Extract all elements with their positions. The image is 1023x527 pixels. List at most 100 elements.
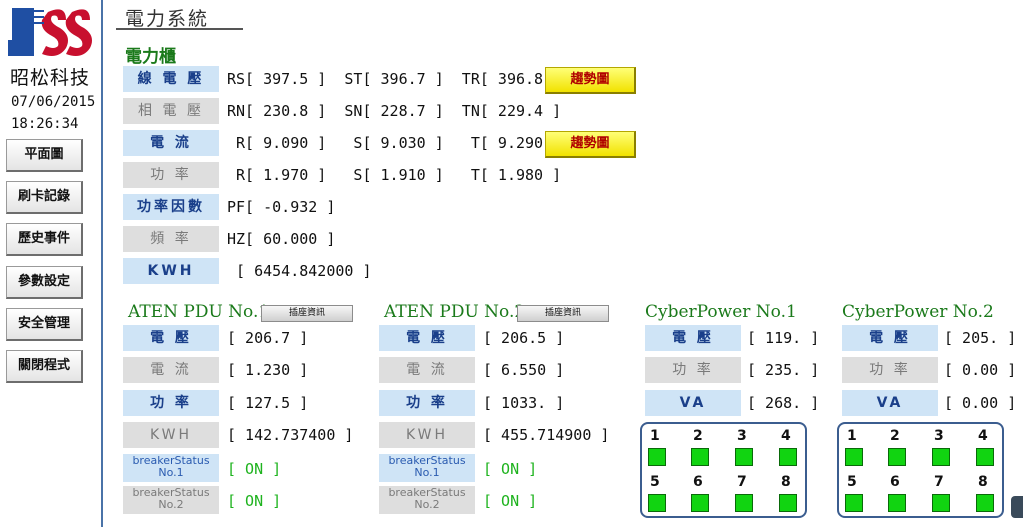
outlet-number: 1 bbox=[847, 428, 857, 444]
outlet-status-led bbox=[735, 448, 753, 466]
pdu-row-value: [ 206.7 ] bbox=[227, 329, 309, 347]
outlet-status-led bbox=[779, 494, 797, 512]
trend-button[interactable]: 趨勢圖 bbox=[545, 131, 636, 158]
outlet-number: 7 bbox=[934, 474, 944, 490]
page-title: 電力系統 bbox=[125, 8, 210, 30]
breaker-status-value: [ ON ] bbox=[483, 492, 538, 510]
outlet-number: 3 bbox=[934, 428, 944, 444]
outlet-status-led bbox=[845, 448, 863, 466]
outlet-number: 7 bbox=[737, 474, 747, 490]
pdu-row-label: 電 壓 bbox=[842, 325, 938, 351]
breaker-label-line1: breakerStatus bbox=[132, 454, 210, 467]
breaker-status-value: [ ON ] bbox=[227, 460, 282, 478]
outlet-status-led bbox=[779, 448, 797, 466]
outlet-status-led bbox=[932, 494, 950, 512]
pdu-row-label: 電 流 bbox=[379, 357, 475, 383]
pdu-row-label: VA bbox=[842, 390, 938, 416]
pdu-row-value: [ 205. ] bbox=[944, 329, 1017, 347]
nav-button-2[interactable]: 刷卡記錄 bbox=[6, 181, 83, 214]
outlet-info-button[interactable]: 插座資訊 bbox=[517, 305, 609, 322]
pdu-row-label: 功 率 bbox=[645, 357, 741, 383]
pdu-row-label: KWH bbox=[379, 422, 475, 448]
pdu-row-label: 電 壓 bbox=[645, 325, 741, 351]
outlet-status-led bbox=[976, 494, 994, 512]
breaker-label-line2: No.1 bbox=[414, 466, 440, 479]
company-name: 昭松科技 bbox=[9, 67, 90, 89]
sidebar: 昭松科技 07/06/2015 18:26:34 平面圖刷卡記錄歷史事件參數設定… bbox=[0, 0, 103, 527]
breaker-label-line2: No.2 bbox=[414, 498, 440, 511]
nav-button-4[interactable]: 參數設定 bbox=[6, 266, 83, 299]
outlet-number: 3 bbox=[737, 428, 747, 444]
outlet-status-led bbox=[648, 494, 666, 512]
main-row-value: [ 6454.842000 ] bbox=[227, 262, 372, 280]
pdu-row-value: [ 0.00 ] bbox=[944, 361, 1017, 379]
pdu-row-value: [ 206.5 ] bbox=[483, 329, 565, 347]
breaker-label-line2: No.1 bbox=[158, 466, 184, 479]
current-time: 18:26:34 bbox=[11, 116, 79, 132]
trend-button[interactable]: 趨勢圖 bbox=[545, 67, 636, 94]
outlet-number: 8 bbox=[781, 474, 791, 490]
breaker-status-value: [ ON ] bbox=[227, 492, 282, 510]
pdu-row-value: [ 268. ] bbox=[747, 394, 820, 412]
pdu-row-value: [ 0.00 ] bbox=[944, 394, 1017, 412]
nav-button-6[interactable]: 關閉程式 bbox=[6, 350, 83, 383]
pdu-row-value: [ 1.230 ] bbox=[227, 361, 309, 379]
pdu-row-value: [ 1033. ] bbox=[483, 394, 565, 412]
breaker-label-line2: No.2 bbox=[158, 498, 184, 511]
nav-button-5[interactable]: 安全管理 bbox=[6, 308, 83, 341]
outlet-status-led bbox=[648, 448, 666, 466]
pdu-row-value: [ 455.714900 ] bbox=[483, 426, 610, 444]
main-row-label: 線 電 壓 bbox=[123, 66, 219, 92]
pdu-row-value: [ 235. ] bbox=[747, 361, 820, 379]
outlet-number: 2 bbox=[890, 428, 900, 444]
outlet-status-led bbox=[888, 494, 906, 512]
pdu-row-label: VA bbox=[645, 390, 741, 416]
pdu-row-label: KWH bbox=[123, 422, 219, 448]
pdu-row-label: 功 率 bbox=[123, 390, 219, 416]
window-edge-icon bbox=[1011, 496, 1023, 518]
breaker-label-line1: breakerStatus bbox=[132, 486, 210, 499]
main-row-value: RS[ 397.5 ] ST[ 396.7 ] TR[ 396.8 ] bbox=[227, 70, 562, 88]
outlet-number: 6 bbox=[693, 474, 703, 490]
nav-button-3[interactable]: 歷史事件 bbox=[6, 223, 83, 256]
outlet-number: 5 bbox=[650, 474, 660, 490]
main-row-label: 電 流 bbox=[123, 130, 219, 156]
breaker-label-line1: breakerStatus bbox=[388, 486, 466, 499]
outlet-status-led bbox=[691, 448, 709, 466]
outlet-number: 8 bbox=[978, 474, 988, 490]
main-row-label: 功 率 bbox=[123, 162, 219, 188]
main-row-value: PF[ -0.932 ] bbox=[227, 198, 336, 216]
outlet-status-led bbox=[888, 448, 906, 466]
outlet-number: 1 bbox=[650, 428, 660, 444]
pdu-row-label: 電 流 bbox=[123, 357, 219, 383]
main-row-label: 頻 率 bbox=[123, 226, 219, 252]
outlet-info-button[interactable]: 插座資訊 bbox=[261, 305, 353, 322]
pdu-row-label: 功 率 bbox=[379, 390, 475, 416]
outlet-number: 4 bbox=[781, 428, 791, 444]
pdu-row-value: [ 127.5 ] bbox=[227, 394, 309, 412]
main-row-value: R[ 1.970 ] S[ 1.910 ] T[ 1.980 ] bbox=[227, 166, 562, 184]
main-row-value: R[ 9.090 ] S[ 9.030 ] T[ 9.290 ] bbox=[227, 134, 562, 152]
current-date: 07/06/2015 bbox=[11, 94, 96, 110]
breaker-status-value: [ ON ] bbox=[483, 460, 538, 478]
main-row-label: 相 電 壓 bbox=[123, 98, 219, 124]
outlet-status-led bbox=[845, 494, 863, 512]
title-divider bbox=[116, 28, 243, 30]
pdu-row-value: [ 142.737400 ] bbox=[227, 426, 354, 444]
main-row-label: 功率因數 bbox=[123, 194, 219, 220]
pdu-title: CyberPower No.1 bbox=[645, 302, 797, 322]
pdu-row-label: 電 壓 bbox=[123, 325, 219, 351]
pdu-row-value: [ 119. ] bbox=[747, 329, 820, 347]
company-logo bbox=[8, 6, 96, 58]
pdu-title: CyberPower No.2 bbox=[842, 302, 994, 322]
outlet-status-led bbox=[691, 494, 709, 512]
outlet-status-led bbox=[932, 448, 950, 466]
nav-button-1[interactable]: 平面圖 bbox=[6, 139, 83, 172]
pdu-title: ATEN PDU No.2 bbox=[384, 302, 526, 322]
